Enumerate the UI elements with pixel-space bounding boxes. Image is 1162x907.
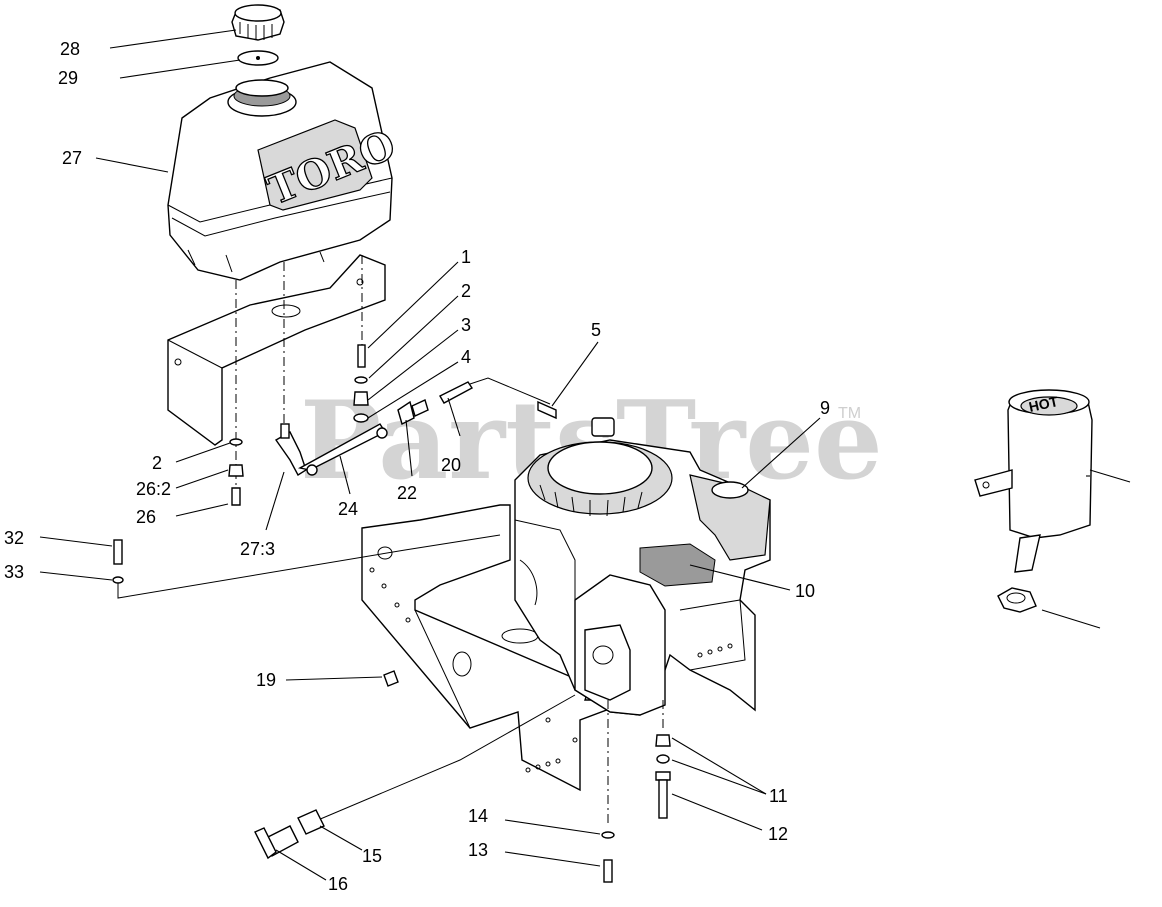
callout-10: 10 <box>795 581 815 601</box>
callout-5: 5 <box>591 320 601 340</box>
muffler-bracket <box>974 469 1013 497</box>
callout-29: 33 <box>4 562 24 582</box>
fuel-tank: TORO <box>167 61 402 281</box>
fuel-cap-assembly <box>231 4 285 66</box>
callout-20: 24 <box>338 499 358 519</box>
callout-2-left: 2 <box>152 453 162 473</box>
engine-label-plate <box>639 543 716 587</box>
callout-12: 12 <box>768 824 788 844</box>
tank-mount-hardware <box>228 255 369 506</box>
callout-28: 32 <box>4 528 24 548</box>
engine <box>514 417 771 716</box>
callout-27-3: 29 <box>58 68 78 88</box>
callout-15: 15 <box>362 846 382 866</box>
callout-3: 3 <box>461 315 471 335</box>
callout-26-2: 27:3 <box>240 539 275 559</box>
callout-17: 19 <box>256 670 276 690</box>
hose-clamp-bolt <box>537 400 557 420</box>
callout-1: 1 <box>461 247 471 267</box>
frame-bolt-hardware <box>112 534 501 599</box>
callout-13: 13 <box>468 840 488 860</box>
fuel-line-assembly <box>274 262 557 476</box>
callout-26: 27 <box>62 148 82 168</box>
callout-11: 11 <box>769 786 788 806</box>
muffler: HOT <box>974 389 1093 613</box>
engine-bolt-stack <box>383 670 671 883</box>
exhaust-clamp <box>997 587 1037 613</box>
tank-bracket <box>167 254 386 446</box>
callout-16: 16 <box>328 874 348 894</box>
callout-labels: 28 29 27 1 2 3 4 5 9 10 20 22 24 2 26:2 … <box>4 39 830 894</box>
tank-logo-panel <box>257 119 373 211</box>
fuel-filter-clamp <box>397 400 415 426</box>
callout-27: 28 <box>60 39 80 59</box>
air-cleaner-cover <box>689 474 771 561</box>
fuel-elbow-fitting <box>274 431 307 476</box>
fuel-shutoff-valve <box>254 694 576 860</box>
spark-plug-boot <box>591 417 615 437</box>
fuel-hose-short <box>439 381 474 404</box>
callout-9: 9 <box>820 398 830 418</box>
callout-4: 4 <box>461 347 471 367</box>
callout-2-top: 2 <box>461 281 471 301</box>
callout-18: 20 <box>441 455 461 475</box>
callout-19: 22 <box>397 483 417 503</box>
muffler-hot-label: HOT <box>1027 393 1060 415</box>
callout-24: 26:2 <box>136 479 171 499</box>
exhaust-pipe <box>1014 534 1041 573</box>
callout-14: 14 <box>468 806 488 826</box>
watermark-trademark: TM <box>838 405 861 422</box>
callout-22: 26 <box>136 507 156 527</box>
leader-lines <box>39 29 1131 881</box>
